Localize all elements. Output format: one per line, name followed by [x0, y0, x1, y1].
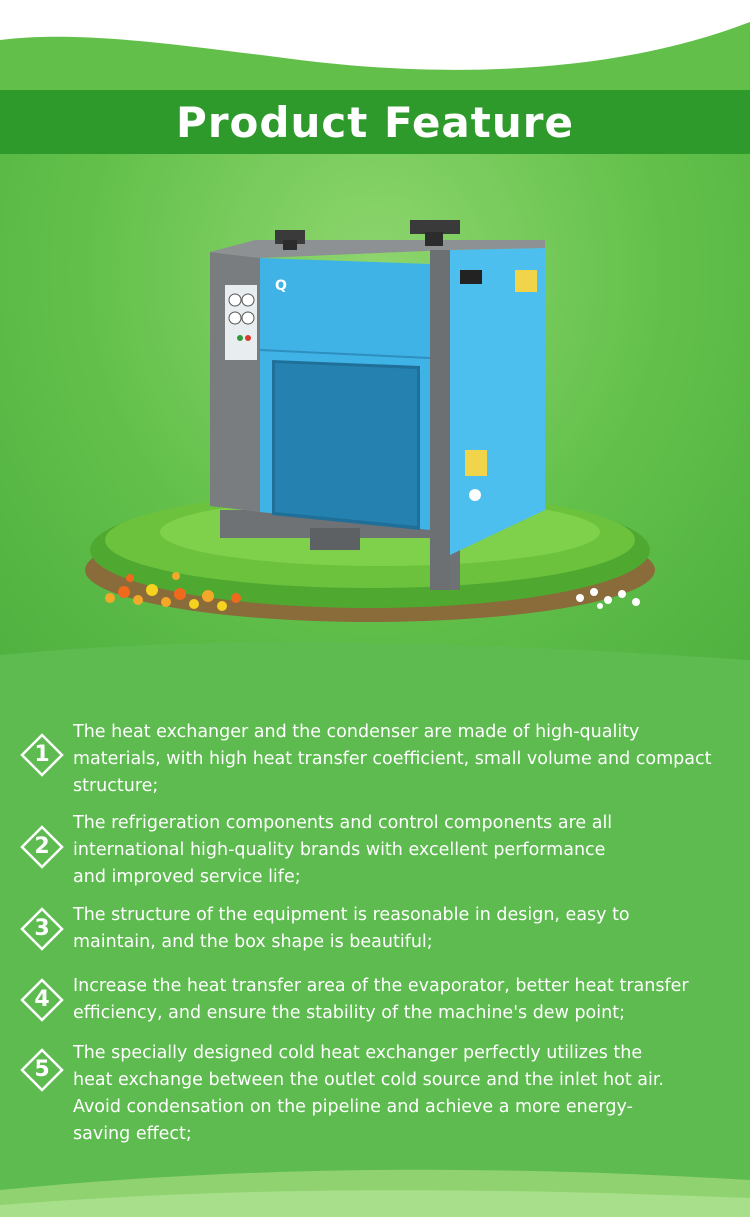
feature-text: The heat exchanger and the condenser are…	[73, 722, 712, 796]
title-banner: Product Feature	[0, 90, 750, 154]
flowers-right	[576, 588, 640, 609]
diamond-icon	[20, 825, 64, 869]
air-dryer-product-image: Q	[85, 220, 655, 622]
feature-text: The structure of the equipment is reason…	[73, 905, 630, 952]
feature-number-badge: 4	[20, 978, 64, 1022]
page-title: Product Feature	[176, 97, 574, 147]
flowers-left	[105, 572, 241, 611]
feature-number: 4	[34, 987, 50, 1012]
bottom-wave-decoration	[0, 1169, 750, 1217]
diamond-icon	[20, 907, 64, 951]
feature-number-badge: 5	[20, 1048, 64, 1092]
diamond-icon	[20, 1048, 64, 1092]
feature-number: 3	[34, 916, 50, 941]
feature-number: 2	[34, 834, 50, 859]
feature-number-badge: 1	[20, 733, 64, 777]
feature-number: 1	[34, 742, 50, 767]
mid-wave-decoration	[0, 642, 750, 710]
feature-text: Increase the heat transfer area of the e…	[73, 976, 689, 1023]
bottom-background	[0, 660, 750, 1217]
diamond-icon	[20, 733, 64, 777]
feature-text: The refrigeration components and control…	[73, 813, 613, 887]
feature-number: 5	[34, 1057, 50, 1082]
feature-number-badge: 2	[20, 825, 64, 869]
top-wave-decoration	[0, 0, 750, 90]
feature-text: The specially designed cold heat exchang…	[73, 1043, 664, 1144]
diamond-icon	[20, 978, 64, 1022]
svg-text:Q: Q	[275, 278, 287, 294]
feature-number-badge: 3	[20, 907, 64, 951]
